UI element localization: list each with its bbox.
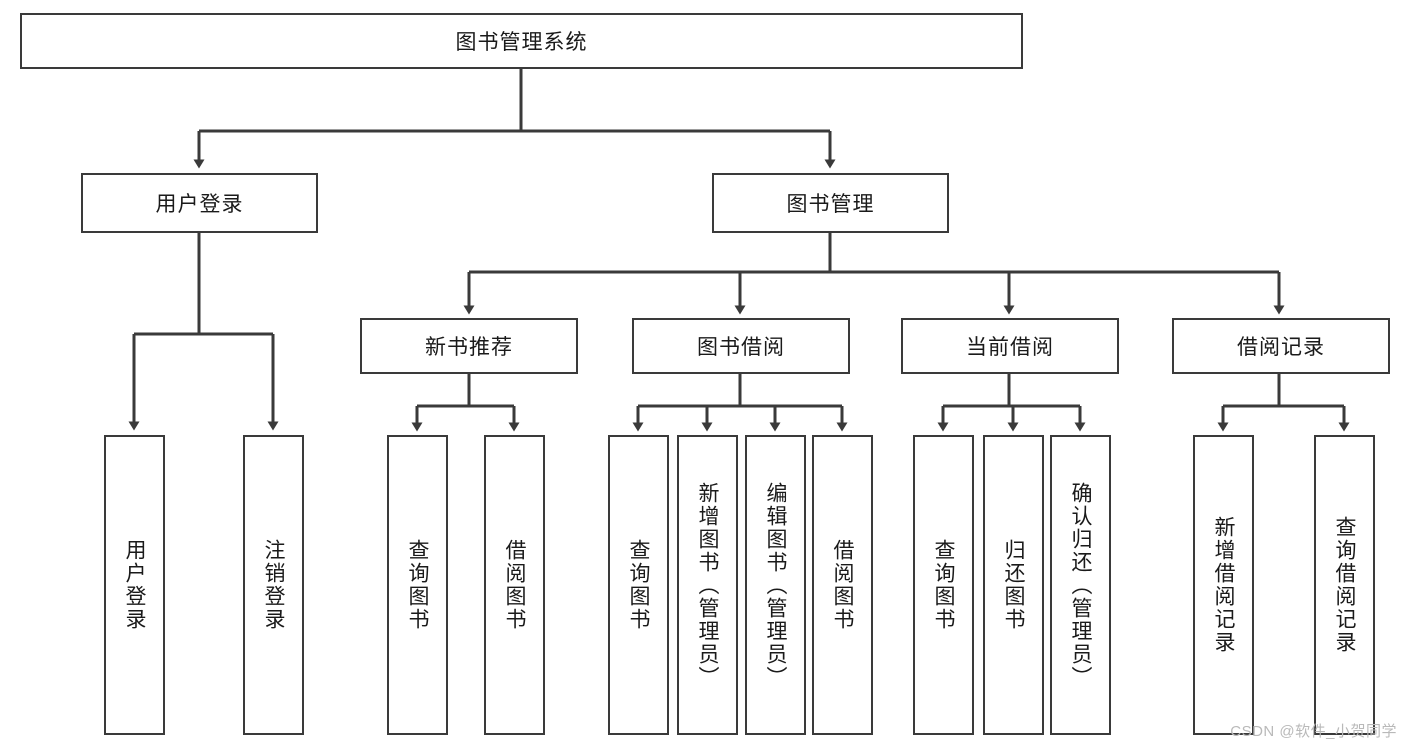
leaf-current-borrow-2-label: 归还图书	[1002, 539, 1025, 631]
leaf-new-book-2[interactable]: 借阅图书	[484, 435, 545, 735]
leaf-book-borrow-4[interactable]: 借阅图书	[812, 435, 873, 735]
leaf-book-borrow-1-label: 查询图书	[627, 539, 650, 631]
node-book-manage[interactable]: 图书管理	[712, 173, 949, 233]
leaf-new-book-2-label: 借阅图书	[503, 539, 526, 631]
node-user-login[interactable]: 用户登录	[81, 173, 318, 233]
node-root-label: 图书管理系统	[455, 31, 588, 54]
node-root[interactable]: 图书管理系统	[20, 13, 1023, 69]
leaf-book-borrow-4-label: 借阅图书	[831, 539, 854, 631]
leaf-borrow-record-1-label: 新增借阅记录	[1212, 516, 1235, 654]
leaf-user-login-2-label: 注销登录	[262, 539, 285, 631]
leaf-current-borrow-3[interactable]: 确认归还（管理员）	[1050, 435, 1111, 735]
node-new-book-recommend[interactable]: 新书推荐	[360, 318, 578, 374]
leaf-borrow-record-2-label: 查询借阅记录	[1333, 516, 1356, 654]
leaf-user-login-2[interactable]: 注销登录	[243, 435, 304, 735]
leaf-book-borrow-2[interactable]: 新增图书（管理员）	[677, 435, 738, 735]
leaf-book-borrow-1[interactable]: 查询图书	[608, 435, 669, 735]
leaf-user-login-1[interactable]: 用户登录	[104, 435, 165, 735]
leaf-current-borrow-2[interactable]: 归还图书	[983, 435, 1044, 735]
leaf-current-borrow-1[interactable]: 查询图书	[913, 435, 974, 735]
node-book-borrow-label: 图书借阅	[697, 336, 785, 359]
node-user-login-label: 用户登录	[155, 193, 244, 216]
node-new-book-recommend-label: 新书推荐	[425, 336, 513, 359]
leaf-current-borrow-1-label: 查询图书	[932, 539, 955, 631]
leaf-current-borrow-3-label: 确认归还（管理员）	[1069, 481, 1092, 689]
leaf-borrow-record-2[interactable]: 查询借阅记录	[1314, 435, 1375, 735]
node-current-borrow[interactable]: 当前借阅	[901, 318, 1119, 374]
leaf-book-borrow-3-label: 编辑图书（管理员）	[764, 481, 787, 689]
leaf-new-book-1-label: 查询图书	[406, 539, 429, 631]
node-current-borrow-label: 当前借阅	[966, 336, 1054, 359]
node-borrow-record[interactable]: 借阅记录	[1172, 318, 1390, 374]
leaf-book-borrow-3[interactable]: 编辑图书（管理员）	[745, 435, 806, 735]
leaf-borrow-record-1[interactable]: 新增借阅记录	[1193, 435, 1254, 735]
node-borrow-record-label: 借阅记录	[1237, 336, 1325, 359]
node-book-manage-label: 图书管理	[786, 193, 875, 216]
leaf-book-borrow-2-label: 新增图书（管理员）	[696, 481, 719, 689]
leaf-user-login-1-label: 用户登录	[123, 539, 146, 631]
node-book-borrow[interactable]: 图书借阅	[632, 318, 850, 374]
leaf-new-book-1[interactable]: 查询图书	[387, 435, 448, 735]
